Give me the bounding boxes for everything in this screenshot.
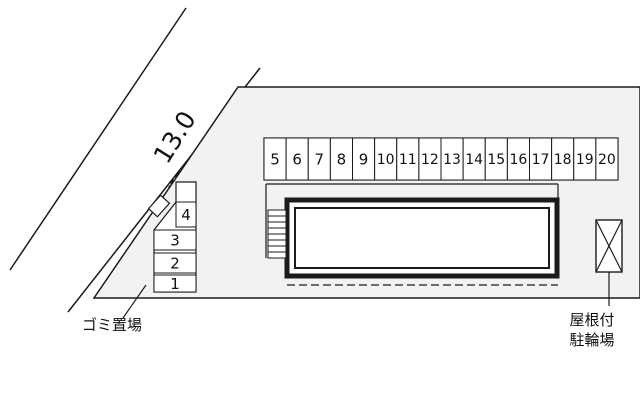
parking-space-label: 3: [170, 232, 180, 250]
bike-parking-label-line1: 屋根付: [569, 311, 615, 329]
parking-space-label: 16: [510, 152, 528, 168]
parking-space-label: 18: [554, 152, 572, 168]
parking-space-5: 5: [263, 137, 287, 181]
parking-space-19: 19: [573, 137, 597, 181]
parking-space-label: 14: [465, 152, 483, 168]
parking-space-10: 10: [374, 137, 398, 181]
parking-space-3: 3: [153, 229, 197, 251]
parking-space-label: 10: [377, 152, 395, 168]
parking-space-label: 8: [337, 151, 347, 169]
garbage-area-label: ゴミ置場: [82, 316, 143, 334]
parking-space-8: 8: [329, 137, 353, 181]
parking-space-label: 19: [576, 152, 594, 168]
parking-space-box: [153, 229, 197, 251]
parking-space-label: 11: [399, 152, 417, 168]
parking-space-20: 20: [595, 137, 619, 181]
parking-side-column: 43 2 1: [153, 181, 197, 293]
parking-space-box: [153, 274, 197, 293]
garbage-area-box: [147, 194, 171, 218]
parking-space-1: 1: [153, 274, 197, 293]
parking-space-label: 17: [532, 152, 550, 168]
parking-space-box: [175, 201, 197, 228]
parking-space-label: 13: [443, 152, 461, 168]
parking-space-9: 9: [352, 137, 376, 181]
parking-space-label: 20: [598, 152, 616, 168]
parking-space-label: 15: [487, 152, 505, 168]
bike-parking-label: 屋根付 駐輪場: [560, 310, 624, 350]
parking-space-label: 9: [359, 151, 369, 169]
parking-space-18: 18: [551, 137, 575, 181]
parking-space-label: 1: [170, 275, 180, 293]
building-inner-outline: [294, 207, 550, 269]
parking-space-box: [153, 252, 197, 274]
staircase: [267, 209, 287, 259]
parking-space-16: 16: [506, 137, 530, 181]
garbage-leader-line: [122, 284, 147, 319]
parking-space-label: 6: [292, 151, 302, 169]
bike-parking-cross-b: [595, 219, 623, 273]
parking-space-17: 17: [529, 137, 553, 181]
parking-space-label: 12: [421, 152, 439, 168]
parking-space-7: 7: [307, 137, 331, 181]
parking-space-6: 6: [285, 137, 309, 181]
parking-space-4: 4: [175, 201, 197, 228]
parking-space-12: 12: [418, 137, 442, 181]
parking-space-box: [595, 137, 619, 181]
road-left-edge: [9, 7, 187, 271]
building: [265, 183, 560, 286]
parking-space-2: 2: [153, 252, 197, 274]
garbage-area: [122, 194, 171, 319]
parking-space-label: 2: [170, 255, 180, 273]
parking-space-15: 15: [484, 137, 508, 181]
parking-space-label: 4: [181, 206, 191, 224]
bike-parking: [595, 219, 623, 306]
parking-space-13: 13: [440, 137, 464, 181]
parking-space-14: 14: [462, 137, 486, 181]
parking-space-label: 7: [315, 151, 325, 169]
bike-parking-label-line2: 駐輪場: [569, 331, 615, 349]
parking-space-11: 11: [396, 137, 420, 181]
parking-space-label: 5: [270, 151, 280, 169]
